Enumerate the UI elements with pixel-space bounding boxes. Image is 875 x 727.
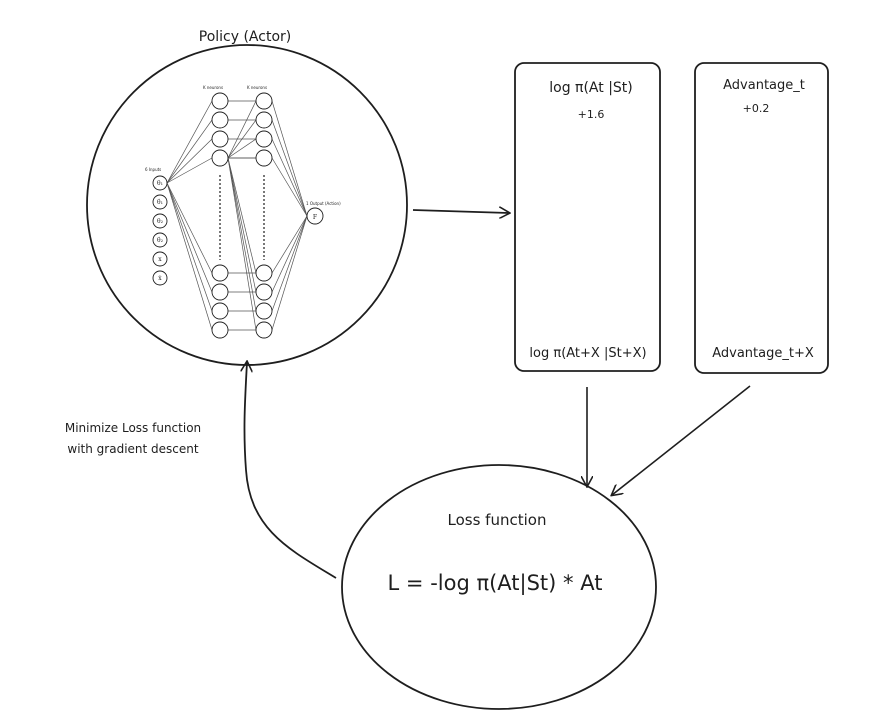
output-node bbox=[306, 207, 324, 225]
output-layer-label: 1 Output (Action) bbox=[306, 201, 341, 206]
input-layer-label: 6 Inputs bbox=[145, 167, 161, 172]
hidden2-node bbox=[255, 130, 273, 148]
neural-network: 6 Inputs K neurons K neurons 1 Output (A… bbox=[145, 85, 341, 339]
advantage-top-value: +0.2 bbox=[743, 102, 770, 115]
hidden2-label: K neurons bbox=[247, 85, 267, 90]
edge-input-hidden1 bbox=[166, 182, 213, 293]
edge-hidden2-output bbox=[271, 119, 308, 217]
hidden2-node bbox=[255, 92, 273, 110]
edge-input-hidden1 bbox=[166, 182, 213, 331]
hidden2-node bbox=[255, 149, 273, 167]
logprob-top-label: log π(At |St) bbox=[549, 80, 633, 96]
edge-hidden2-output bbox=[271, 215, 308, 312]
hidden2-node bbox=[255, 321, 273, 339]
input-node bbox=[152, 232, 168, 248]
loss-ellipse bbox=[341, 464, 657, 710]
edge-hidden2-output bbox=[271, 100, 308, 217]
feedback-arrow bbox=[244, 362, 337, 579]
edge-hidden2-output bbox=[271, 157, 308, 217]
edge-input-hidden1 bbox=[166, 119, 213, 184]
hidden1-node bbox=[211, 92, 229, 110]
input-node bbox=[152, 270, 168, 286]
input-node bbox=[152, 194, 168, 210]
edge-hidden1-hidden2 bbox=[227, 157, 257, 293]
hidden2-node bbox=[255, 111, 273, 129]
edge-hidden2-output bbox=[271, 215, 308, 293]
advantage-top-label: Advantage_t bbox=[723, 78, 805, 93]
input-node bbox=[152, 213, 168, 229]
edge-input-hidden1 bbox=[166, 100, 213, 184]
edge-input-hidden1 bbox=[166, 157, 213, 184]
input-node-label: θ₁ bbox=[157, 180, 163, 187]
input-node-label: θ̇₂ bbox=[157, 237, 164, 244]
edge-input-hidden1 bbox=[166, 138, 213, 184]
hidden1-node bbox=[211, 321, 229, 339]
policy-title: Policy (Actor) bbox=[199, 29, 291, 45]
hidden2-node bbox=[255, 302, 273, 320]
input-node-label: θ̇₁ bbox=[157, 199, 163, 206]
hidden1-node bbox=[211, 130, 229, 148]
edge-hidden1-hidden2 bbox=[227, 157, 257, 331]
hidden2-node bbox=[255, 283, 273, 301]
logprob-box bbox=[514, 62, 661, 372]
input-node-label: θ₂ bbox=[157, 218, 164, 225]
edge-input-hidden1 bbox=[166, 182, 213, 312]
edge-hidden1-hidden2 bbox=[227, 100, 257, 159]
input-node-label: ẋ bbox=[158, 275, 162, 282]
loss-formula: L = -log π(At|St) * At bbox=[388, 571, 603, 596]
hidden1-node bbox=[211, 149, 229, 167]
edge-input-hidden1 bbox=[166, 182, 213, 274]
hidden1-node bbox=[211, 264, 229, 282]
network-edges bbox=[166, 100, 308, 331]
advantage-to-loss-arrow bbox=[612, 385, 751, 495]
input-node-label: x bbox=[158, 256, 162, 263]
logprob-bottom-label: log π(At+X |St+X) bbox=[529, 346, 646, 361]
input-node bbox=[152, 251, 168, 267]
network-nodes bbox=[152, 92, 324, 339]
feedback-text-line1: Minimize Loss function bbox=[65, 421, 201, 435]
hidden2-node bbox=[255, 264, 273, 282]
hidden1-label: K neurons bbox=[203, 85, 223, 90]
advantage-box bbox=[694, 62, 829, 374]
loss-title: Loss function bbox=[448, 511, 547, 529]
policy-to-logprob-arrow bbox=[412, 210, 509, 213]
output-node-label: F bbox=[313, 214, 317, 221]
edge-hidden2-output bbox=[271, 215, 308, 274]
logprob-top-value: +1.6 bbox=[578, 108, 605, 121]
input-node bbox=[152, 175, 168, 191]
edge-hidden1-hidden2 bbox=[227, 157, 257, 274]
feedback-text-line2: with gradient descent bbox=[67, 442, 198, 456]
hidden1-node bbox=[211, 111, 229, 129]
advantage-bottom-label: Advantage_t+X bbox=[712, 346, 814, 361]
hidden1-node bbox=[211, 302, 229, 320]
edge-hidden1-hidden2 bbox=[227, 138, 257, 159]
edge-hidden2-output bbox=[271, 215, 308, 331]
policy-circle bbox=[86, 44, 408, 366]
edge-hidden2-output bbox=[271, 138, 308, 217]
edge-hidden1-hidden2 bbox=[227, 157, 257, 312]
hidden1-node bbox=[211, 283, 229, 301]
